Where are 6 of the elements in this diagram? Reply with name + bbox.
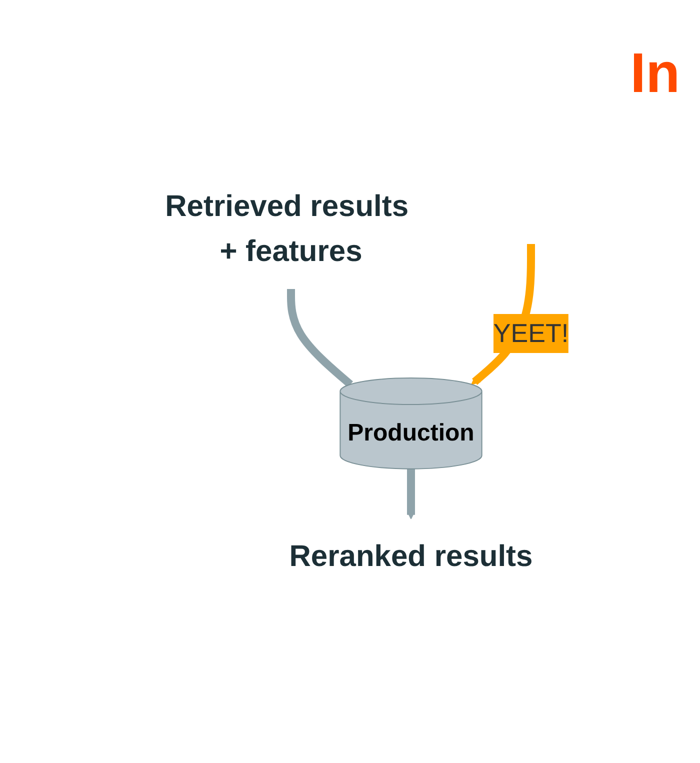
node-text: Retrieved results + features [165,190,409,268]
edge-label: YEET! [494,318,569,348]
title: In [630,40,680,105]
connector [287,289,354,388]
node-text: Reranked results [289,540,533,573]
arrow [406,468,416,520]
